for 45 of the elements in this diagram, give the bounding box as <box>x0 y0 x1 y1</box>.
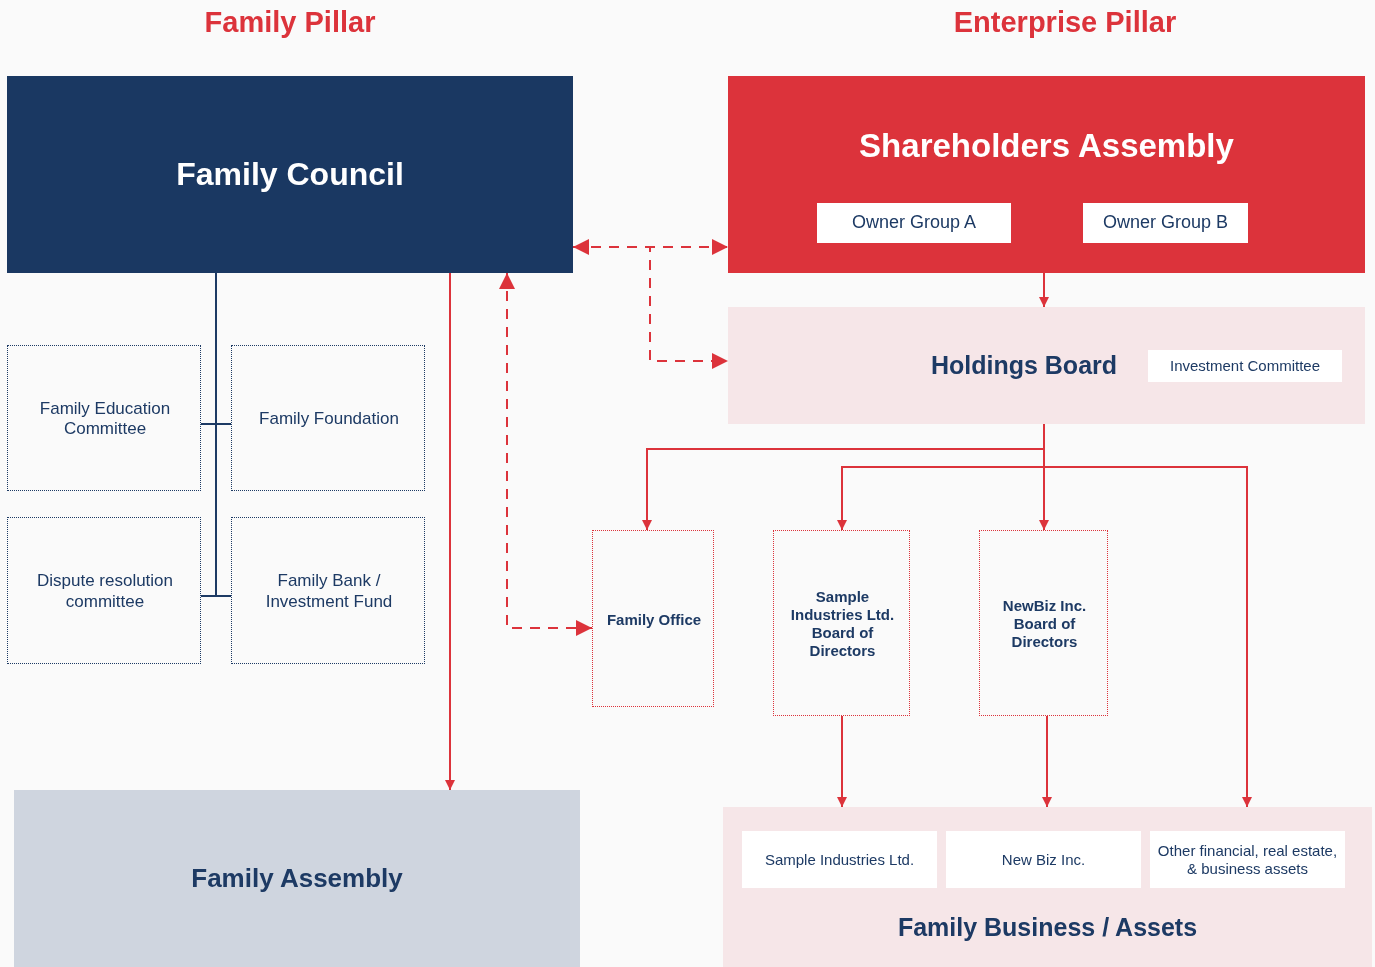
pillar-heading: Family Pillar <box>203 6 377 39</box>
arrow <box>1039 272 1049 308</box>
node-label: Other financial, real estate, & business assets <box>1156 840 1339 879</box>
panel-title: Holdings Board <box>929 350 1119 381</box>
node-label: Family Assembly <box>190 861 404 895</box>
committee-box <box>231 517 425 664</box>
dashed-arrow <box>572 246 729 369</box>
board-box <box>592 530 714 707</box>
panel-title: Shareholders Assembly <box>858 126 1235 167</box>
arrow <box>837 715 847 808</box>
dashed-arrow <box>499 272 593 636</box>
board-panel <box>723 807 1372 967</box>
entity-box <box>946 831 1141 888</box>
node-label: Family Education Committee <box>38 397 172 440</box>
panel-title: Family Business / Assets <box>896 912 1199 943</box>
entity-box <box>742 831 937 888</box>
board-box <box>773 530 910 716</box>
assembly-box <box>14 790 580 967</box>
committee-box <box>7 345 201 491</box>
node-label: Family Council <box>175 155 405 195</box>
node-label: Family Bank / Investment Fund <box>264 570 394 613</box>
arrow <box>1042 715 1052 808</box>
node-label: Sample Industries Ltd. Board of Directors <box>789 587 896 661</box>
council-box <box>7 76 573 273</box>
node-label: New Biz Inc. <box>1000 849 1087 870</box>
node-label: Owner Group B <box>1101 211 1230 235</box>
connector-line <box>215 272 232 597</box>
arrow <box>445 272 455 791</box>
group-box <box>817 203 1011 243</box>
pillar-heading: Enterprise Pillar <box>952 6 1178 39</box>
board-box <box>979 530 1108 716</box>
node-label: Dispute resolution committee <box>35 570 175 613</box>
node-label: Sample Industries Ltd. <box>763 849 916 870</box>
entity-box <box>1150 831 1345 888</box>
node-label: Family Foundation <box>258 407 400 430</box>
group-box <box>1083 203 1248 243</box>
committee-box <box>7 517 201 664</box>
committee-box <box>231 345 425 491</box>
assembly-box <box>728 76 1365 273</box>
entity-box <box>1148 350 1342 382</box>
node-label: Owner Group A <box>850 211 978 235</box>
node-label: Investment Committee <box>1168 356 1322 376</box>
node-label: NewBiz Inc. Board of Directors <box>1001 596 1088 652</box>
board-panel <box>728 307 1365 424</box>
node-label: Family Office <box>605 609 703 630</box>
